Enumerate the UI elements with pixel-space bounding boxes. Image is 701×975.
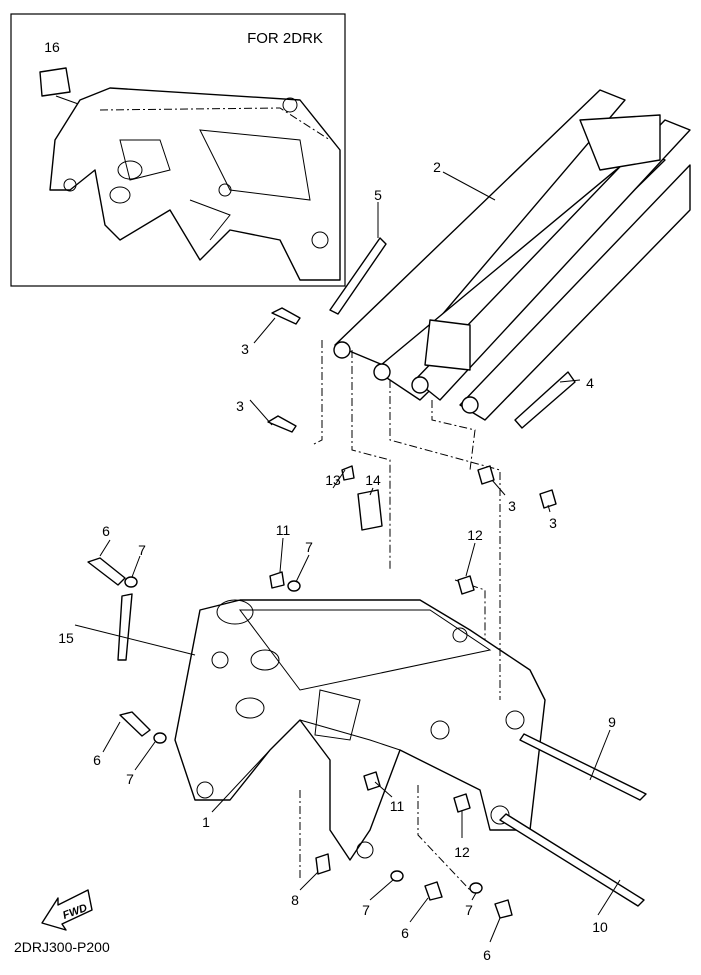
callout-7: 7 xyxy=(362,902,370,918)
callout-6: 6 xyxy=(102,523,110,539)
callout-15: 15 xyxy=(58,630,74,646)
callout-12: 12 xyxy=(467,527,483,543)
callout-7: 7 xyxy=(138,542,146,558)
leader-lines xyxy=(74,171,621,943)
fwd-arrow-icon: FWD xyxy=(41,889,93,931)
callout-6: 6 xyxy=(483,947,491,963)
callout-11: 11 xyxy=(390,798,405,814)
callout-7: 7 xyxy=(126,771,134,787)
callout-10: 10 xyxy=(592,919,608,935)
callout-13: 13 xyxy=(325,472,341,488)
callout-3: 3 xyxy=(508,498,516,514)
callout-3: 3 xyxy=(241,341,249,357)
callout-16: 16 xyxy=(44,39,60,55)
callout-12: 12 xyxy=(454,844,470,860)
inset-for-2drk: FOR 2DRK 16 xyxy=(10,13,346,287)
rear-frame-2 xyxy=(333,89,691,421)
inset-title: FOR 2DRK xyxy=(247,30,323,47)
callout-4: 4 xyxy=(586,375,594,391)
diagram-code: 2DRJ300-P200 xyxy=(14,939,110,955)
callout-6: 6 xyxy=(401,925,409,941)
callout-8: 8 xyxy=(291,892,299,908)
callout-5: 5 xyxy=(374,187,382,203)
callout-1: 1 xyxy=(202,814,210,830)
callout-14: 14 xyxy=(365,472,381,488)
callout-7: 7 xyxy=(465,902,473,918)
callout-2: 2 xyxy=(433,159,441,175)
callout-7: 7 xyxy=(305,539,313,555)
rubber-pad-5 xyxy=(329,237,387,315)
callout-6: 6 xyxy=(93,752,101,768)
callout-3: 3 xyxy=(236,398,244,414)
label-sticker-16 xyxy=(39,67,71,97)
rubber-pad-4 xyxy=(514,371,576,429)
callout-11: 11 xyxy=(276,522,291,538)
callout-9: 9 xyxy=(608,714,616,730)
fasteners xyxy=(87,307,647,919)
main-frame-1 xyxy=(174,599,546,861)
inset-frame-sketch xyxy=(49,87,341,281)
callout-3: 3 xyxy=(549,515,557,531)
